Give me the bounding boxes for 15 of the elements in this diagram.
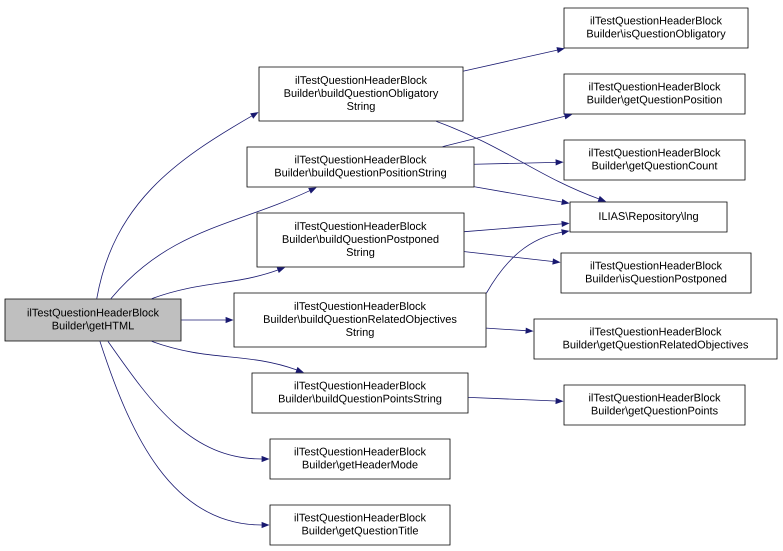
function-box: ilTestQuestionHeaderBlock Builder\getQuestionRelatedObjectives (534, 318, 778, 360)
function-box: ILIAS\Repository\lng (570, 202, 728, 232)
function-box: ilTestQuestionHeaderBlock Builder\getQuestionPosition (564, 74, 746, 114)
function-box: ilTestQuestionHeaderBlock Builder\buildQuestionObligatory String (258, 66, 464, 122)
function-box: ilTestQuestionHeaderBlock Builder\getHeaderMode (270, 438, 450, 480)
function-box: ilTestQuestionHeaderBlock Builder\isQuestionObligatory (564, 8, 748, 48)
function-box: ilTestQuestionHeaderBlock Builder\getQuestionTitle (270, 504, 450, 546)
function-box: ilTestQuestionHeaderBlock Builder\getHTML (4, 298, 182, 342)
function-box: ilTestQuestionHeaderBlock Builder\isQuestionPostponed (560, 252, 752, 294)
function-box: ilTestQuestionHeaderBlock Builder\buildQuestionRelatedObjectives String (234, 292, 486, 348)
function-box: ilTestQuestionHeaderBlock Builder\buildQuestionPointsString (252, 372, 468, 414)
function-box: ilTestQuestionHeaderBlock Builder\getQuestionPoints (564, 384, 746, 426)
function-box: ilTestQuestionHeaderBlock Builder\buildQuestionPostponed String (256, 212, 464, 268)
function-box: ilTestQuestionHeaderBlock Builder\buildQuestionPositionString (246, 146, 474, 188)
function-box: ilTestQuestionHeaderBlock Builder\getQuestionCount (564, 140, 746, 180)
